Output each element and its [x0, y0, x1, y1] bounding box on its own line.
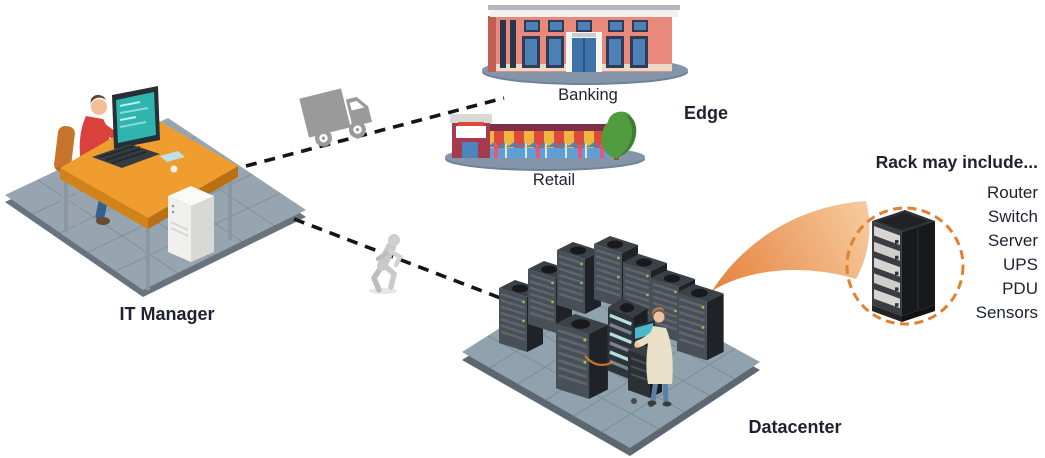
banking-label: Banking — [558, 86, 618, 104]
callout-circle — [845, 206, 965, 326]
rack-item-server: Server — [987, 231, 1038, 250]
rack-icon — [872, 210, 935, 322]
rack-item-sensors: Sensors — [975, 303, 1038, 322]
datacenter-label: Datacenter — [748, 417, 842, 437]
retail-tower — [450, 114, 492, 158]
truck-icon — [299, 88, 373, 147]
tree — [601, 111, 637, 160]
retail-label: Retail — [532, 171, 576, 189]
edge-label: Edge — [683, 103, 728, 123]
route-to-edge — [245, 96, 505, 168]
callout-swoosh — [712, 201, 870, 291]
patch-cable — [584, 355, 614, 367]
retail-store — [445, 111, 645, 171]
awning — [486, 131, 614, 148]
it-manager-scene — [5, 86, 306, 297]
server-cabinet-small — [168, 186, 214, 262]
rack-callout-title: Rack may include... — [875, 152, 1038, 172]
rack-item-switch: Switch — [987, 207, 1038, 226]
runner-icon — [369, 234, 403, 294]
bank-windows — [500, 20, 648, 68]
monitor — [112, 86, 160, 161]
rack-item-router: Router — [986, 183, 1038, 202]
rack-callout-list: Router Switch Server UPS PDU Sensors — [976, 181, 1038, 325]
technician-person — [634, 307, 673, 407]
rack-item-ups: UPS — [1003, 255, 1038, 274]
keyboard — [92, 144, 185, 173]
banking-building — [482, 5, 688, 85]
rack-item-pdu: PDU — [1002, 279, 1038, 298]
it-manager-label: IT Manager — [119, 304, 215, 324]
datacenter-scene — [462, 234, 760, 456]
bank-door — [566, 32, 602, 72]
